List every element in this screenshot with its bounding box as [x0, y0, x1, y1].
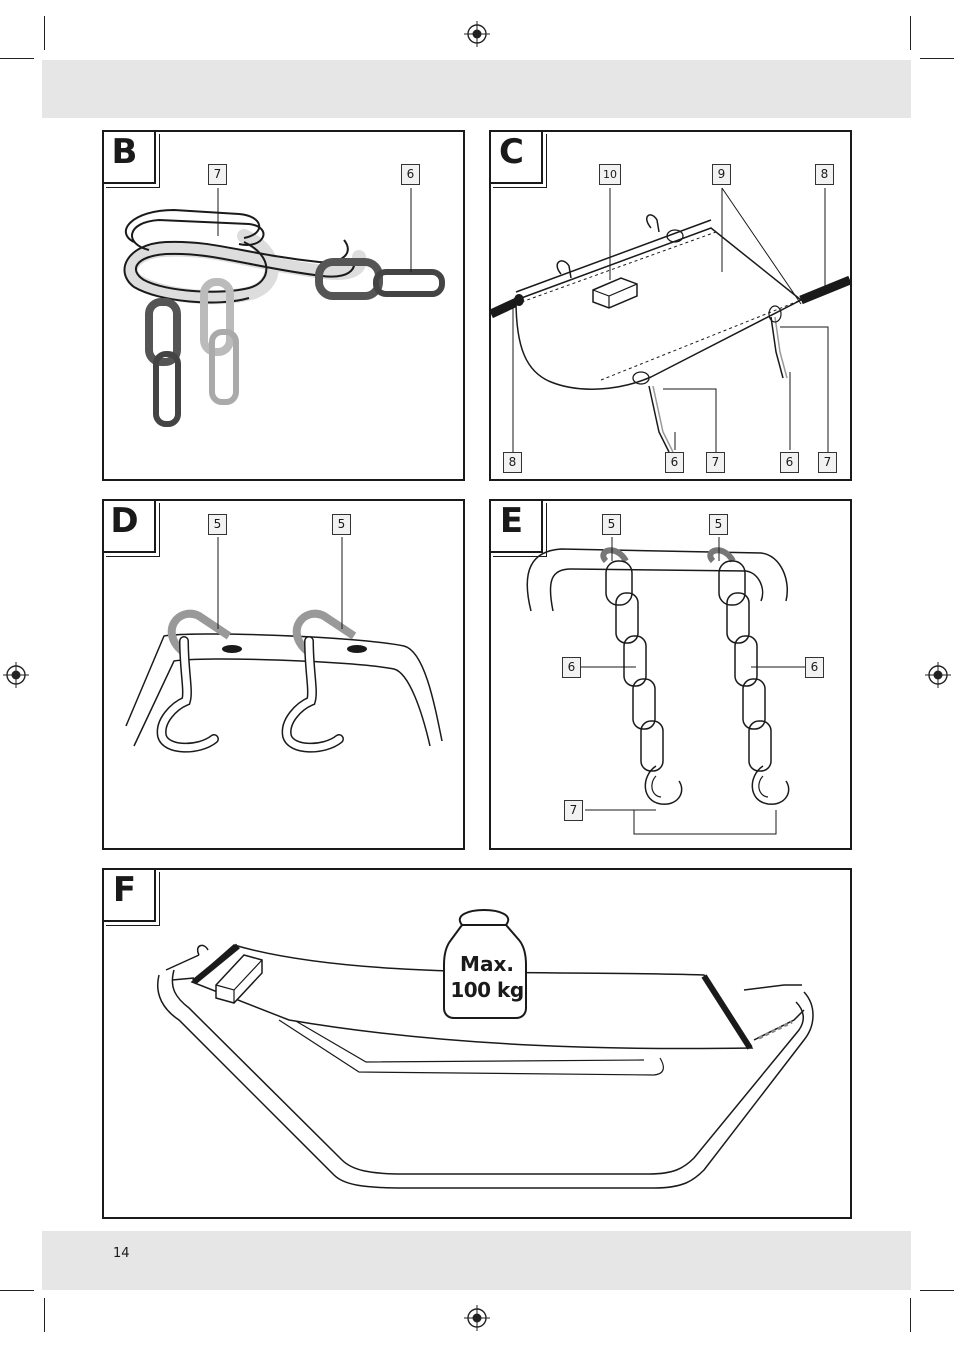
callout-label: 6 [665, 452, 684, 473]
callout-label: 5 [332, 514, 351, 535]
callout-label: 6 [780, 452, 799, 473]
max-weight-label-line2: 100 kg [442, 978, 532, 1002]
registration-mark-icon [464, 21, 490, 47]
callout-label: 5 [602, 514, 621, 535]
callout-label: 9 [712, 164, 731, 185]
panel-letter-box: D [102, 499, 156, 553]
page-number: 14 [113, 1246, 130, 1261]
crop-mark [44, 16, 45, 50]
callout-label: 7 [706, 452, 725, 473]
crop-mark [0, 1290, 34, 1291]
crop-mark [920, 58, 954, 59]
panel-d: D 5 5 [102, 499, 465, 850]
hammock-fabric-illustration [491, 132, 850, 479]
panel-b: B 7 6 [102, 130, 465, 481]
panel-letter: C [489, 130, 533, 174]
callout-label: 8 [503, 452, 522, 473]
crop-mark [910, 16, 911, 50]
panel-letter: B [102, 130, 146, 174]
crop-mark [0, 58, 34, 59]
registration-mark-icon [925, 662, 951, 688]
max-weight-label-line1: Max. [448, 952, 526, 976]
panel-letter: D [102, 499, 146, 543]
panel-letter-box: B [102, 130, 156, 184]
panel-e: E 5 5 6 6 7 [489, 499, 852, 850]
hooks-on-frame-illustration [104, 501, 463, 848]
callout-label: 8 [815, 164, 834, 185]
panel-f: F Max. 100 kg [102, 868, 852, 1219]
panel-letter-box: F [102, 868, 156, 922]
callout-label: 6 [805, 657, 824, 678]
callout-label: 10 [599, 164, 621, 185]
panel-c: C 10 9 8 8 6 7 6 7 [489, 130, 852, 481]
registration-mark-icon [464, 1305, 490, 1331]
panel-letter: F [102, 868, 146, 912]
hanging-chains-illustration [491, 501, 850, 848]
panel-letter-box: E [489, 499, 543, 553]
header-band [42, 60, 911, 118]
callout-label: 6 [562, 657, 581, 678]
callout-label: 7 [208, 164, 227, 185]
callout-label: 7 [818, 452, 837, 473]
footer-band [42, 1231, 911, 1290]
callout-label: 5 [709, 514, 728, 535]
assembled-hammock-illustration [104, 870, 850, 1217]
callout-label: 7 [564, 800, 583, 821]
callout-label: 5 [208, 514, 227, 535]
crop-mark [910, 1298, 911, 1332]
callout-label: 6 [401, 164, 420, 185]
crop-mark [44, 1298, 45, 1332]
registration-mark-icon [3, 662, 29, 688]
crop-mark [920, 1290, 954, 1291]
panel-letter: E [489, 499, 533, 543]
panel-letter-box: C [489, 130, 543, 184]
